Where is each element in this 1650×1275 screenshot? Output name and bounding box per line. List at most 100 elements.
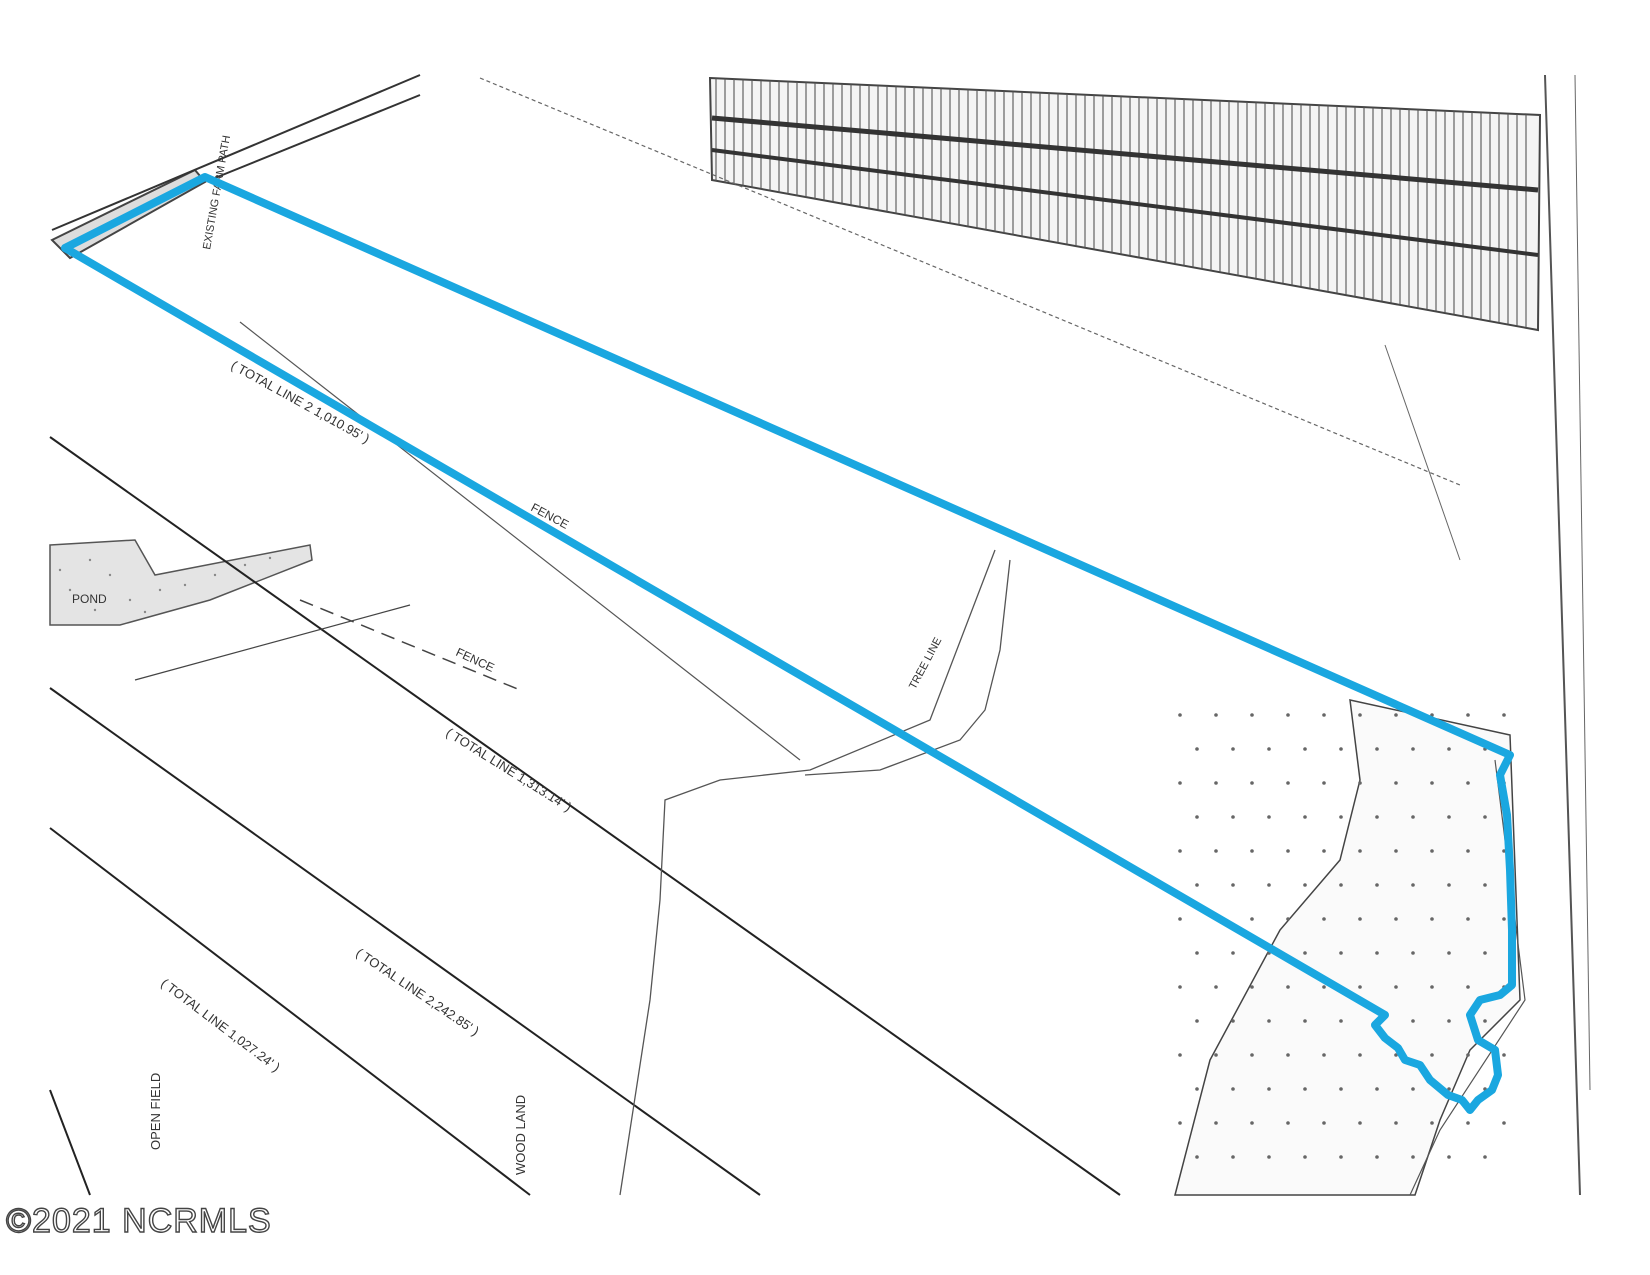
stipple-dot xyxy=(1466,1053,1470,1057)
stipple-dot xyxy=(1358,1121,1362,1125)
fence-line-2 xyxy=(299,599,521,691)
road-centerline-2 xyxy=(711,148,1539,257)
stipple-dot xyxy=(1178,1121,1182,1125)
road-hatching xyxy=(715,78,1527,328)
stipple-dot xyxy=(1286,917,1290,921)
stipple-dot xyxy=(1339,951,1343,955)
fence-line-1 xyxy=(239,321,801,761)
stipple-dot xyxy=(1339,747,1343,751)
stipple-dot xyxy=(1339,815,1343,819)
stipple-dot xyxy=(1195,883,1199,887)
stipple-dot xyxy=(1430,917,1434,921)
fence-line-3 xyxy=(134,604,411,681)
stipple-dot xyxy=(1375,747,1379,751)
stipple-dot xyxy=(1195,815,1199,819)
stipple-dot xyxy=(1447,951,1451,955)
wooded-stipple xyxy=(1178,713,1506,1159)
road-centerline-1 xyxy=(711,115,1539,193)
tree-line-2 xyxy=(804,559,1011,776)
stipple-dot xyxy=(1231,1087,1235,1091)
stipple-dot xyxy=(1303,747,1307,751)
stipple-dot xyxy=(1483,883,1487,887)
stipple-dot xyxy=(1502,1121,1506,1125)
stipple-dot xyxy=(1394,985,1398,989)
stipple-dot xyxy=(1411,747,1415,751)
property-line-c xyxy=(49,827,531,1196)
stipple-dot xyxy=(1358,1053,1362,1057)
stipple-dot xyxy=(1375,951,1379,955)
stipple-dot xyxy=(1303,1019,1307,1023)
stipple-dot xyxy=(1214,1121,1218,1125)
stipple-dot xyxy=(1502,713,1506,717)
stipple-dot xyxy=(1250,713,1254,717)
stipple-dot xyxy=(1447,815,1451,819)
wooded-area xyxy=(1174,699,1521,1196)
stipple-dot xyxy=(1267,1019,1271,1023)
stipple-dot xyxy=(1195,1155,1199,1159)
stipple-dot xyxy=(1250,849,1254,853)
stipple-dot xyxy=(1214,985,1218,989)
stipple-dot xyxy=(1195,1087,1199,1091)
stipple-dot xyxy=(1430,781,1434,785)
stipple-dot xyxy=(1267,747,1271,751)
stipple-dot xyxy=(1447,883,1451,887)
stipple-dot xyxy=(1267,815,1271,819)
stipple-dot xyxy=(1178,917,1182,921)
property-line-e xyxy=(479,77,1461,486)
stipple-dot xyxy=(1466,849,1470,853)
stipple-dot xyxy=(1502,917,1506,921)
stipple-dot xyxy=(1286,1053,1290,1057)
stipple-dot xyxy=(1286,985,1290,989)
stipple-dot xyxy=(1250,917,1254,921)
stipple-dot xyxy=(1267,1087,1271,1091)
stipple-dot xyxy=(1322,985,1326,989)
stipple-dot xyxy=(1322,781,1326,785)
stipple-dot xyxy=(1358,917,1362,921)
open-field-label: OPEN FIELD xyxy=(148,1073,163,1150)
stipple-dot xyxy=(1339,1087,1343,1091)
stipple-dot xyxy=(1231,1155,1235,1159)
stipple-dot xyxy=(1394,781,1398,785)
property-line-b xyxy=(49,687,761,1196)
stipple-dot xyxy=(1250,1121,1254,1125)
stipple-dot xyxy=(1339,1019,1343,1023)
stipple-dot xyxy=(1483,1019,1487,1023)
pond-stipple xyxy=(58,556,272,614)
copyright-watermark: ©2021 NCRMLS xyxy=(5,1201,272,1240)
stipple-dot xyxy=(1394,1121,1398,1125)
stipple-dot xyxy=(1411,951,1415,955)
stipple-dot xyxy=(1195,1019,1199,1023)
stipple-dot xyxy=(1483,815,1487,819)
stipple-dot xyxy=(1214,1053,1218,1057)
stipple-dot xyxy=(1339,883,1343,887)
pond-area xyxy=(49,539,313,626)
stipple-dot xyxy=(1195,951,1199,955)
stipple-dot xyxy=(1394,849,1398,853)
stipple-dot xyxy=(1214,781,1218,785)
stipple-dot xyxy=(1358,985,1362,989)
road-right-edge xyxy=(1574,74,1591,1091)
stipple-dot xyxy=(1322,713,1326,717)
stipple-dot xyxy=(1322,1053,1326,1057)
stipple-dot xyxy=(1178,1053,1182,1057)
stipple-dot xyxy=(1358,849,1362,853)
stipple-dot xyxy=(1231,1019,1235,1023)
stipple-dot xyxy=(1447,1019,1451,1023)
stipple-dot xyxy=(1430,1053,1434,1057)
row-line-2 xyxy=(209,94,421,181)
stipple-dot xyxy=(1411,883,1415,887)
stipple-dot xyxy=(1267,883,1271,887)
wood-land-label: WOOD LAND xyxy=(513,1095,528,1175)
stipple-dot xyxy=(1178,781,1182,785)
stipple-dot xyxy=(1430,849,1434,853)
stipple-dot xyxy=(1466,713,1470,717)
stipple-dot xyxy=(1214,849,1218,853)
stipple-dot xyxy=(1250,985,1254,989)
stipple-dot xyxy=(1502,1053,1506,1057)
stipple-dot xyxy=(1466,985,1470,989)
stipple-dot xyxy=(1411,815,1415,819)
stipple-dot xyxy=(1322,849,1326,853)
stipple-dot xyxy=(1250,1053,1254,1057)
stipple-dot xyxy=(1195,747,1199,751)
